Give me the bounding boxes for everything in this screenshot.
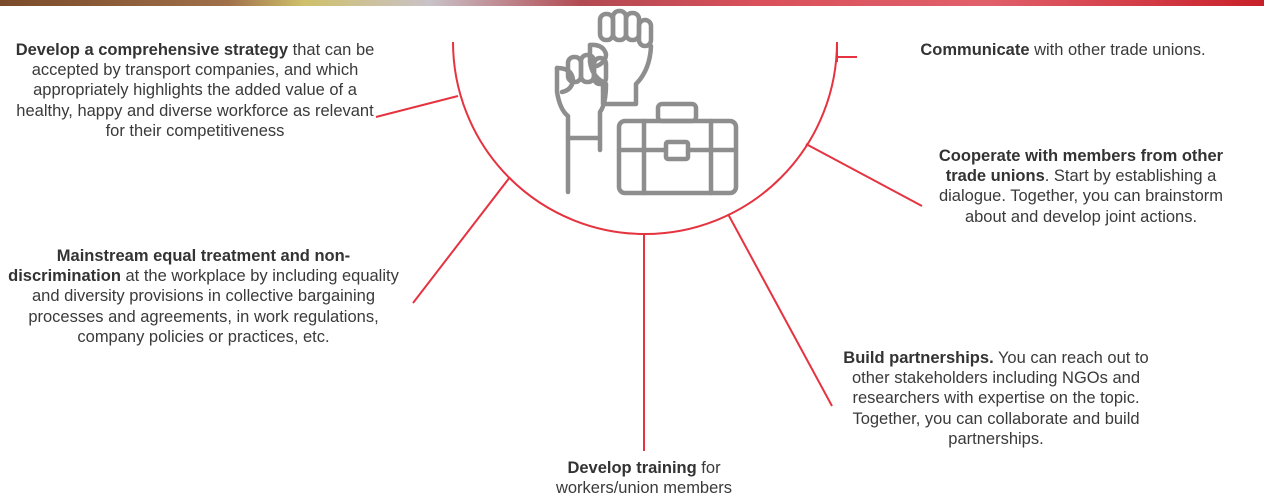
item-develop-training-title: Develop training xyxy=(567,459,697,477)
connector-cooperate xyxy=(805,143,923,207)
item-communicate: Communicate with other trade unions. xyxy=(870,40,1256,60)
item-mainstream-text: at the workplace by including equality a… xyxy=(28,267,399,346)
connector-mainstream xyxy=(412,176,511,304)
item-cooperate-text: . Start by establishing a dialogue. Toge… xyxy=(938,167,1224,226)
item-communicate-title: Communicate xyxy=(920,41,1030,59)
connector-strategy xyxy=(375,95,459,118)
item-communicate-text: with other trade unions. xyxy=(1029,41,1206,59)
item-build-partnerships-text: You can reach out to other stakeholders … xyxy=(852,349,1149,448)
item-cooperate-title: Cooperate with members from other trade … xyxy=(938,147,1224,186)
item-develop-training-text: for workers/union members xyxy=(555,459,733,498)
item-develop-training: Develop training for workers/union membe… xyxy=(535,458,753,498)
item-build-partnerships: Build partnerships. You can reach out to… xyxy=(836,348,1156,449)
item-develop-strategy: Develop a comprehensive strategy that ca… xyxy=(10,40,380,141)
raised-fists-and-briefcase-icon xyxy=(554,8,739,196)
item-build-partnerships-title: Build partnerships. xyxy=(843,349,994,367)
item-cooperate: Cooperate with members from other trade … xyxy=(927,146,1235,227)
item-mainstream-title: Mainstream equal treatment and non-discr… xyxy=(8,247,351,286)
item-mainstream-equal-treatment: Mainstream equal treatment and non-discr… xyxy=(6,246,401,347)
decorative-top-band xyxy=(0,0,1264,6)
item-develop-strategy-text: that can be accepted by transport compan… xyxy=(16,41,375,140)
item-develop-strategy-title: Develop a comprehensive strategy xyxy=(15,41,289,59)
connector-partnerships xyxy=(727,213,833,407)
